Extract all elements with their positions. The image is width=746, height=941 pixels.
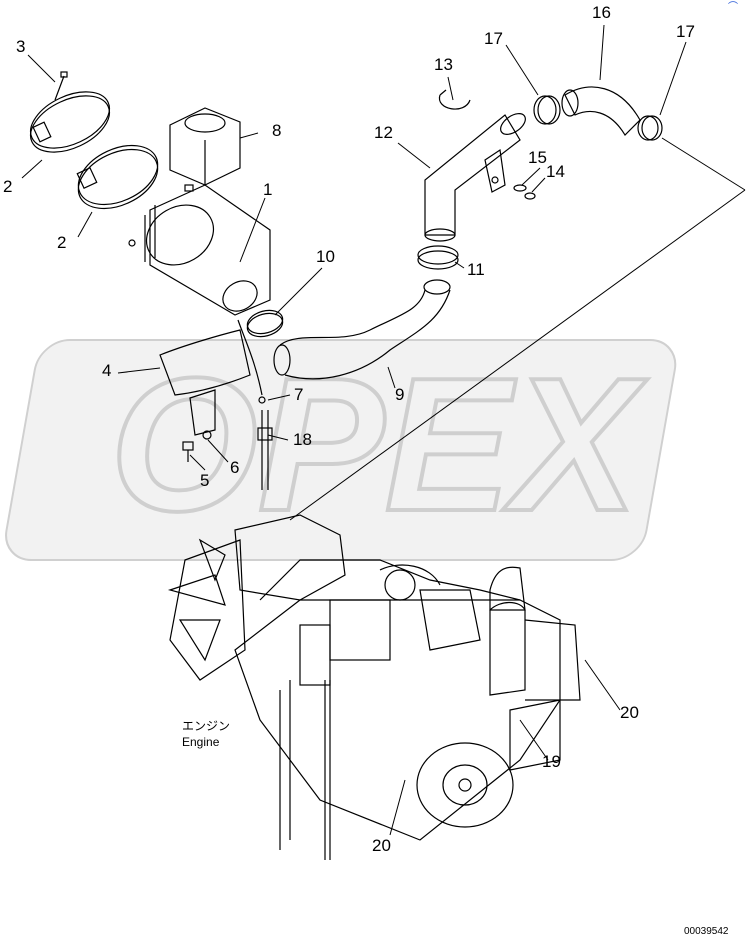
callout-1: 1 <box>263 180 272 199</box>
watermark-logo: OPEX <box>5 337 677 561</box>
callout-6: 6 <box>230 458 239 477</box>
engine-label-en: Engine <box>182 735 220 749</box>
hose-clamp-part-17-right <box>637 115 663 141</box>
callout-7: 7 <box>294 385 303 404</box>
callout-2b: 2 <box>57 233 66 252</box>
cover-part-4 <box>159 329 251 436</box>
callout-19: 19 <box>542 752 561 771</box>
hose-clamp-part-11 <box>417 245 459 270</box>
callout-17a: 17 <box>484 29 503 48</box>
callout-8: 8 <box>272 121 281 140</box>
watermark-text: OPEX <box>110 339 648 551</box>
callout-16: 16 <box>592 3 611 22</box>
callout-20b: 20 <box>372 836 391 855</box>
callout-3: 3 <box>16 37 25 56</box>
cooling-fan <box>167 538 226 662</box>
hose-clamp-part-10 <box>246 309 284 338</box>
muffler-part-19 <box>489 566 581 771</box>
callout-2a: 2 <box>3 177 12 196</box>
washer-part-6 <box>202 430 212 440</box>
nut-part-15 <box>513 184 527 192</box>
u-bolt-part-13 <box>439 89 471 110</box>
callout-11: 11 <box>467 260 485 279</box>
callout-17b: 17 <box>676 22 695 41</box>
callout-12: 12 <box>374 123 393 142</box>
bolt-part-5 <box>182 441 194 462</box>
reference-number: 00039542 <box>684 926 729 937</box>
assembly-leader-line-2 <box>289 189 746 521</box>
washer-part-14 <box>524 192 536 200</box>
elbow-hose-part-16 <box>561 86 641 136</box>
air-cleaner-part-1 <box>128 184 271 316</box>
callout-9: 9 <box>395 385 404 404</box>
assembly-leader-line <box>661 137 746 191</box>
callout-5: 5 <box>200 471 209 490</box>
rain-cap-part-8 <box>169 107 241 186</box>
corner-mark: ⌒ <box>728 1 738 13</box>
callout-13: 13 <box>434 55 453 74</box>
engine-assembly <box>169 514 561 860</box>
bolt-part-3 <box>54 71 68 101</box>
indicator-part-18 <box>257 410 273 490</box>
callout-labels: 3 2 2 1 8 4 5 6 7 10 9 11 12 13 15 14 16… <box>3 3 695 855</box>
band-clamp-lower <box>76 144 159 210</box>
leader-lines <box>21 24 687 836</box>
intake-hose-part-9 <box>273 279 451 380</box>
callout-4: 4 <box>102 361 111 380</box>
bracket-part-15 <box>484 148 506 193</box>
callout-15: 15 <box>528 148 547 167</box>
engine-label-jp: エンジン <box>182 719 230 733</box>
elbow-pipe-part-12 <box>424 113 526 242</box>
hose-clamp-part-17-left <box>533 95 561 125</box>
callout-10: 10 <box>316 247 335 266</box>
callout-18: 18 <box>293 430 312 449</box>
callout-20a: 20 <box>620 703 639 722</box>
flywheel <box>416 742 514 828</box>
callout-14: 14 <box>546 162 565 181</box>
service-indicator-tube-part-7 <box>237 319 266 404</box>
band-clamp-upper <box>30 91 110 153</box>
